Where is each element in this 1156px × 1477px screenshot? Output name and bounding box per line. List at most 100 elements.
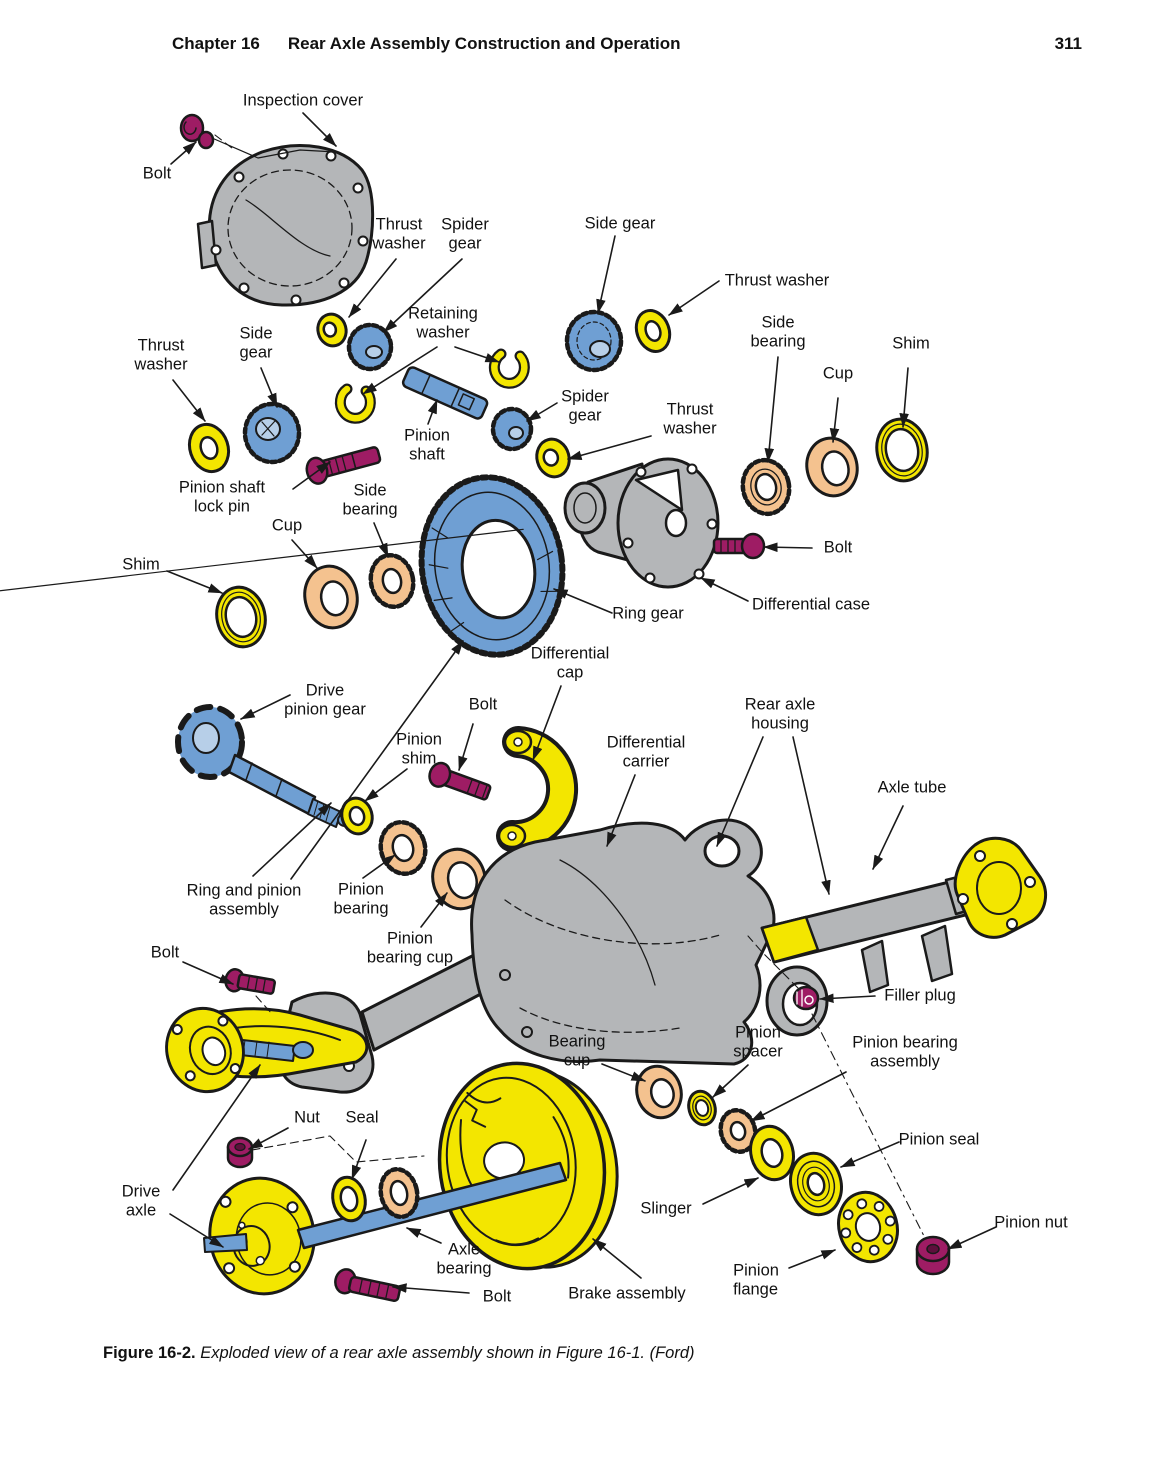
label-differential-case: Differential case bbox=[751, 595, 871, 614]
pinion-bearing-assembly-art bbox=[718, 1107, 758, 1155]
label-side-gear-1: Side gear bbox=[584, 214, 656, 233]
shim-1-art bbox=[875, 417, 929, 483]
label-pinion-shaft-lock-pin: Pinion shaft lock pin bbox=[178, 478, 266, 516]
label-thrust-washer-1: Thrust washer bbox=[372, 215, 426, 253]
cup-1-art bbox=[805, 436, 859, 498]
bottom-bolt-art bbox=[334, 1268, 401, 1303]
label-bearing-cup: Bearing cup bbox=[548, 1032, 606, 1070]
side-bearing-2-art bbox=[368, 552, 416, 610]
cup-2-art bbox=[303, 564, 359, 630]
side-gear-2-art bbox=[242, 401, 302, 465]
chapter-title: Rear Axle Assembly Construction and Oper… bbox=[287, 34, 681, 53]
thrust-washer-4-art bbox=[535, 437, 571, 479]
pinion-shaft-art bbox=[401, 366, 489, 420]
label-drive-pinion-gear: Drive pinion gear bbox=[284, 681, 366, 719]
seal-art bbox=[331, 1175, 367, 1223]
label-ring-gear: Ring gear bbox=[612, 604, 684, 623]
axle-bearing-art bbox=[378, 1166, 420, 1220]
label-side-bearing-1: Side bearing bbox=[750, 313, 806, 351]
label-slinger: Slinger bbox=[640, 1199, 692, 1218]
pinion-nut-art bbox=[915, 1235, 951, 1276]
label-differential-cap: Differential cap bbox=[530, 644, 610, 682]
rear-axle-housing-art bbox=[470, 818, 829, 1066]
label-pinion-nut: Pinion nut bbox=[994, 1213, 1068, 1232]
page-number: 311 bbox=[1054, 34, 1082, 53]
label-rear-axle-housing: Rear axle housing bbox=[744, 695, 816, 733]
side-bearing-1-art bbox=[740, 457, 792, 517]
label-side-gear-2: Side gear bbox=[239, 324, 273, 362]
label-pinion-shaft: Pinion shaft bbox=[404, 426, 450, 464]
flange-bolt-art bbox=[224, 968, 276, 995]
inspection-cover-art bbox=[196, 144, 375, 307]
case-bolt-art bbox=[712, 532, 766, 560]
pinion-flange-art bbox=[837, 1190, 899, 1264]
label-pinion-spacer: Pinion spacer bbox=[733, 1023, 783, 1061]
pinion-spacer-art bbox=[687, 1089, 717, 1127]
cap-bolt-art bbox=[428, 761, 492, 801]
label-ring-and-pinion-assembly: Ring and pinion assembly bbox=[186, 881, 302, 919]
pinion-seal-art bbox=[789, 1151, 843, 1217]
label-pinion-bearing-assembly: Pinion bearing assembly bbox=[852, 1033, 958, 1071]
drive-pinion-gear-art bbox=[175, 704, 353, 828]
label-spider-gear-1: Spider gear bbox=[441, 215, 489, 253]
label-pinion-shim: Pinion shim bbox=[396, 730, 442, 768]
spider-gear-1-art bbox=[346, 322, 394, 372]
bolt-cover-link-line bbox=[211, 137, 337, 159]
label-axle-bearing: Axle bearing bbox=[436, 1240, 492, 1278]
label-thrust-washer-3: Thrust washer bbox=[134, 336, 188, 374]
pinion-axis-line bbox=[811, 1013, 931, 1249]
slinger-art bbox=[749, 1124, 795, 1182]
label-filler-plug: Filler plug bbox=[884, 986, 956, 1005]
leader-lines bbox=[166, 112, 997, 1294]
label-bolt-drive-axle: Bolt bbox=[482, 1287, 512, 1306]
label-cup-1: Cup bbox=[822, 364, 854, 383]
label-inspection-cover: Inspection cover bbox=[242, 91, 364, 110]
retaining-washer-2-art bbox=[488, 348, 530, 389]
label-differential-carrier: Differential carrier bbox=[606, 733, 686, 771]
thrust-washer-1-art bbox=[316, 312, 348, 348]
spider-gear-2-art bbox=[490, 406, 534, 452]
differential-cap-art bbox=[496, 726, 579, 853]
label-bolt-top: Bolt bbox=[142, 164, 172, 183]
label-retaining-washer: Retaining washer bbox=[408, 304, 478, 342]
figure-caption-text: Exploded view of a rear axle assembly sh… bbox=[195, 1344, 695, 1362]
shim-2-art bbox=[215, 585, 267, 649]
drive-axle-shaft-art bbox=[203, 1161, 568, 1253]
label-bolt-differential-cap: Bolt bbox=[468, 695, 498, 714]
pinion-shim-art bbox=[340, 796, 374, 836]
bearing-cup-art bbox=[635, 1064, 683, 1120]
label-thrust-washer-4: Thrust washer bbox=[663, 400, 717, 438]
differential-case-art bbox=[563, 457, 720, 589]
label-spider-gear-2: Spider gear bbox=[561, 387, 609, 425]
label-side-bearing-2: Side bearing bbox=[342, 481, 398, 519]
label-pinion-flange: Pinion flange bbox=[733, 1261, 779, 1299]
chapter-number: Chapter 16 bbox=[172, 34, 260, 53]
side-gear-1-art bbox=[564, 309, 624, 373]
label-seal: Seal bbox=[345, 1108, 379, 1127]
nut-art bbox=[226, 1136, 254, 1169]
assembly-guide-lines bbox=[214, 134, 799, 1163]
label-nut: Nut bbox=[294, 1108, 320, 1127]
label-pinion-bearing: Pinion bearing bbox=[333, 880, 389, 918]
label-axle-tube: Axle tube bbox=[877, 778, 947, 797]
retaining-washer-1-art bbox=[334, 383, 376, 424]
figure-caption-label: Figure 16-2. bbox=[103, 1344, 196, 1362]
pinion-bearing-art bbox=[378, 819, 428, 877]
label-bolt-axle-flange: Bolt bbox=[150, 943, 180, 962]
figure-caption: Figure 16-2. Exploded view of a rear axl… bbox=[103, 1344, 695, 1363]
label-bolt-differential-case: Bolt bbox=[823, 538, 853, 557]
label-shim-1: Shim bbox=[892, 334, 930, 353]
axle-flange-art bbox=[165, 1006, 245, 1094]
label-brake-assembly: Brake assembly bbox=[568, 1284, 686, 1303]
label-pinion-seal: Pinion seal bbox=[898, 1130, 980, 1149]
thrust-washer-3-art bbox=[187, 422, 231, 474]
label-cup-2: Cup bbox=[271, 516, 303, 535]
thrust-washer-2-art bbox=[634, 309, 672, 353]
cover-bolt-art bbox=[179, 113, 215, 150]
ring-gear-art bbox=[0, 474, 566, 658]
filler-plug-art bbox=[792, 985, 820, 1011]
page-header: Chapter 16 Rear Axle Assembly Constructi… bbox=[172, 34, 1082, 54]
label-pinion-bearing-cup: Pinion bearing cup bbox=[366, 929, 454, 967]
